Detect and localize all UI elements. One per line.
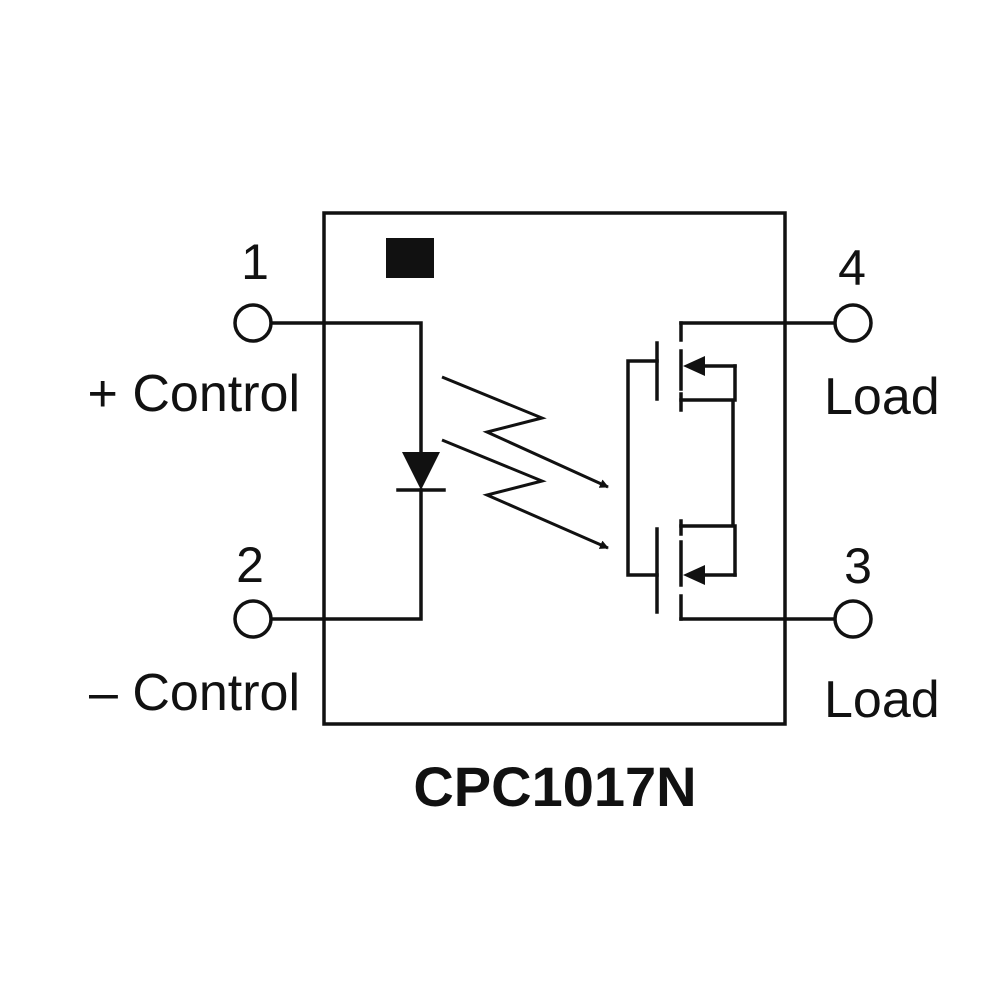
package-outline <box>322 211 787 726</box>
pin-2-terminal <box>233 599 273 639</box>
pin-2-number: 2 <box>236 537 264 593</box>
pin-4-number: 4 <box>838 240 866 296</box>
pin-4-label: Load <box>824 368 940 426</box>
upper-mosfet-arrow-icon <box>683 356 705 376</box>
mosfet-pair <box>626 321 836 621</box>
part-number: CPC1017N <box>413 755 696 818</box>
pin-1-number: 1 <box>241 234 269 290</box>
pin-3-label: Load <box>824 671 940 729</box>
pin-1-label: + Control <box>88 365 300 423</box>
led-circuit <box>269 321 446 621</box>
led-diode-icon <box>402 452 440 490</box>
pin-2-label: – Control <box>89 664 300 722</box>
pin-4-terminal <box>833 303 873 343</box>
pin-3-number: 3 <box>844 538 872 594</box>
pin-1-terminal <box>233 303 273 343</box>
light-emission-arrows <box>441 375 609 550</box>
pin1-marker <box>386 238 434 278</box>
lower-mosfet-arrow-icon <box>683 565 705 585</box>
pin-3-terminal <box>833 599 873 639</box>
